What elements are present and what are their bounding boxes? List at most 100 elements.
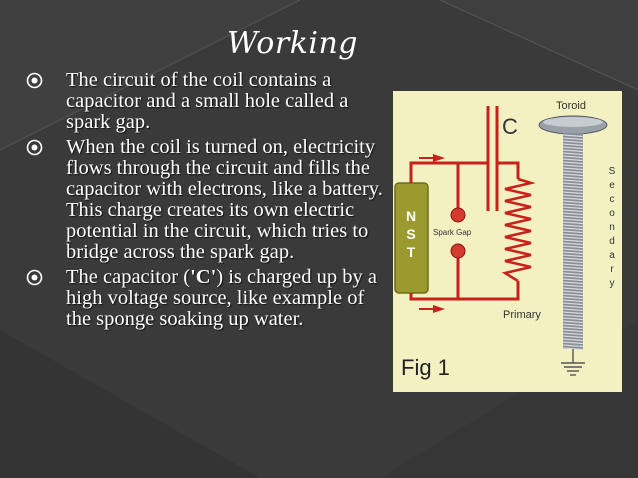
- ground-symbol: [561, 349, 585, 376]
- coil-winding: [562, 149, 584, 153]
- coil-winding: [562, 152, 584, 156]
- secondary-label-letter: n: [609, 222, 615, 233]
- coil-winding: [562, 140, 584, 144]
- coil-winding: [562, 347, 584, 351]
- secondary-label-letter: e: [609, 180, 615, 191]
- coil-winding: [562, 296, 584, 300]
- slide-title: Working: [227, 26, 358, 61]
- coil-winding: [562, 329, 584, 333]
- coil-winding: [562, 305, 584, 309]
- nst-label-t: T: [407, 244, 416, 260]
- capacitor-label: C: [502, 114, 518, 139]
- bullet-item: When the coil is turned on, electricity …: [26, 137, 386, 263]
- bullet-list: The circuit of the coil contains a capac…: [26, 70, 386, 334]
- secondary-label-letter: S: [609, 166, 616, 177]
- coil-winding: [562, 242, 584, 246]
- coil-winding: [562, 341, 584, 345]
- coil-winding: [562, 290, 584, 294]
- coil-winding: [562, 317, 584, 321]
- coil-winding: [562, 164, 584, 168]
- coil-winding: [562, 161, 584, 165]
- coil-winding: [562, 191, 584, 195]
- coil-winding: [562, 302, 584, 306]
- coil-winding: [562, 257, 584, 261]
- toroid-label: Toroid: [556, 100, 586, 112]
- secondary-coil: [562, 133, 584, 351]
- tesla-coil-figure: N S T C Spark Gap Primary Toroid: [393, 91, 622, 392]
- coil-winding: [562, 158, 584, 162]
- coil-winding: [562, 311, 584, 315]
- secondary-label-letter: c: [610, 194, 615, 205]
- coil-winding: [562, 263, 584, 267]
- bullet-text: The circuit of the coil contains a capac…: [66, 69, 349, 133]
- bullet-text-post: ) is charged up by a high voltage source…: [66, 266, 377, 330]
- coil-winding: [562, 170, 584, 174]
- coil-winding: [562, 323, 584, 327]
- coil-winding: [562, 275, 584, 279]
- coil-winding: [562, 254, 584, 258]
- coil-winding: [562, 143, 584, 147]
- spark-gap-ball-bottom: [450, 243, 466, 259]
- current-arrows: [419, 154, 445, 313]
- coil-winding: [562, 224, 584, 228]
- coil-winding: [562, 197, 584, 201]
- figure-background: [393, 91, 622, 392]
- coil-winding: [562, 146, 584, 150]
- coil-winding: [562, 188, 584, 192]
- bullet-text-pre: The capacitor (: [66, 266, 191, 288]
- toroid-highlight: [543, 117, 603, 127]
- circle-bullet-icon: [26, 72, 43, 89]
- coil-winding: [562, 227, 584, 231]
- coil-winding: [562, 194, 584, 198]
- coil-winding: [562, 212, 584, 216]
- secondary-label-letter: o: [609, 208, 615, 219]
- coil-winding: [562, 332, 584, 336]
- coil-winding: [562, 200, 584, 204]
- coil-winding: [562, 173, 584, 177]
- coil-winding: [562, 281, 584, 285]
- coil-winding: [562, 308, 584, 312]
- bullet-item: The capacitor ('C') is charged up by a h…: [26, 267, 386, 330]
- coil-winding: [562, 185, 584, 189]
- coil-winding: [562, 344, 584, 348]
- coil-winding: [562, 203, 584, 207]
- coil-winding: [562, 269, 584, 273]
- secondary-label-letter: d: [609, 236, 615, 247]
- spark-gap-label: Spark Gap: [433, 228, 472, 237]
- bullet-text-bold: 'C': [190, 266, 217, 288]
- figure-caption: Fig 1: [401, 355, 450, 380]
- coil-winding: [562, 167, 584, 171]
- coil-winding: [562, 176, 584, 180]
- coil-winding: [562, 134, 584, 138]
- circle-bullet-icon: [26, 139, 43, 156]
- coil-winding: [562, 230, 584, 234]
- coil-winding: [562, 137, 584, 141]
- coil-winding: [562, 221, 584, 225]
- coil-winding: [562, 179, 584, 183]
- bullet-item: The circuit of the coil contains a capac…: [26, 70, 386, 133]
- coil-winding: [562, 287, 584, 291]
- coil-winding: [562, 260, 584, 264]
- coil-winding: [562, 245, 584, 249]
- primary-coil: [501, 177, 536, 283]
- coil-winding: [562, 299, 584, 303]
- nst-label-s: S: [406, 226, 415, 242]
- coil-winding: [562, 182, 584, 186]
- nst-label-n: N: [406, 208, 416, 224]
- coil-winding: [562, 320, 584, 324]
- secondary-label-letter: a: [609, 250, 615, 261]
- spark-gap-ball-top: [450, 207, 466, 223]
- secondary-label-letter: y: [610, 278, 615, 289]
- circle-bullet-icon: [26, 269, 43, 286]
- coil-winding: [562, 272, 584, 276]
- coil-winding: [562, 215, 584, 219]
- coil-winding: [562, 248, 584, 252]
- coil-winding: [562, 335, 584, 339]
- coil-winding: [562, 236, 584, 240]
- coil-winding: [562, 209, 584, 213]
- coil-winding: [562, 206, 584, 210]
- coil-winding: [562, 314, 584, 318]
- bullet-text: When the coil is turned on, electricity …: [66, 136, 383, 263]
- coil-winding: [562, 326, 584, 330]
- coil-winding: [562, 239, 584, 243]
